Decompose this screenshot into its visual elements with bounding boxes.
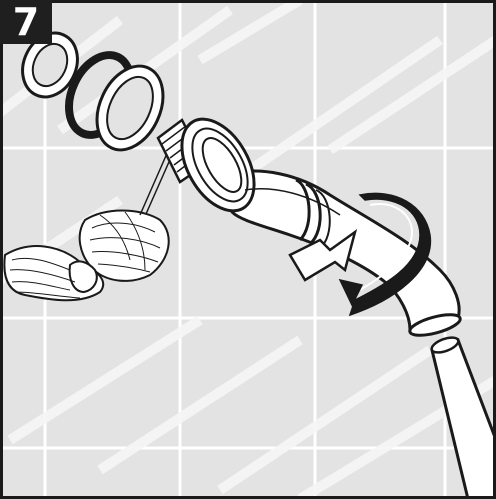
o-ring-icon bbox=[21, 31, 79, 99]
plumbers-tape-icon bbox=[3, 141, 177, 302]
rotation-arrow-icon bbox=[288, 192, 432, 317]
flat-washer-icon bbox=[95, 64, 165, 152]
supply-pipe-icon bbox=[430, 336, 496, 499]
step-number-badge: 7 bbox=[0, 0, 52, 44]
step-number: 7 bbox=[12, 0, 40, 44]
